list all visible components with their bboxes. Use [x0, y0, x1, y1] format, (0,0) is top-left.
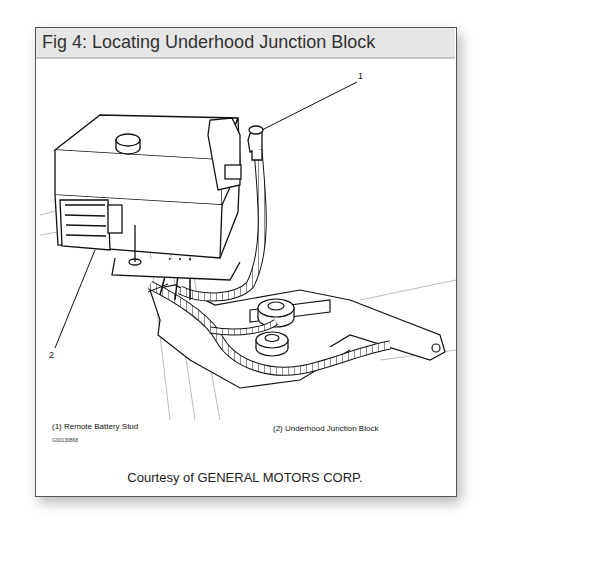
legend-text: (2) Underhood Junction Block [273, 424, 378, 433]
title-bar [36, 28, 455, 58]
remote-battery-stud [208, 118, 263, 190]
callout-number: 2 [49, 350, 54, 360]
figure-code: G00130868 [52, 437, 78, 443]
figure-caption: Courtesy of GENERAL MOTORS CORP. [127, 470, 362, 485]
callout-number: 1 [358, 71, 363, 81]
legend-text: (1) Remote Battery Stud [52, 422, 138, 431]
leader-line [55, 82, 357, 348]
direction-mark [148, 284, 168, 292]
figure-title: Fig 4: Locating Underhood Junction Block [42, 32, 375, 53]
mounting-bracket [150, 285, 445, 388]
underhood-junction-block [55, 115, 240, 280]
